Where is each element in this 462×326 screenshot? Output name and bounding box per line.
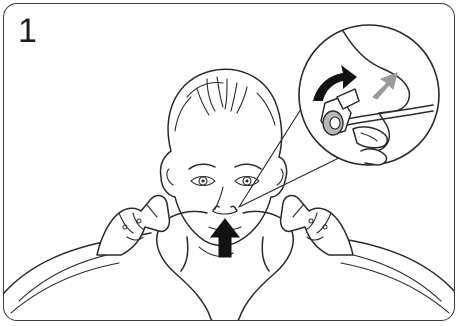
left-hand xyxy=(97,196,169,255)
detail-inset xyxy=(299,25,439,165)
right-hand xyxy=(281,196,353,255)
step-number: 1 xyxy=(18,11,37,51)
step-panel-frame: 1 xyxy=(3,3,455,321)
instruction-illustration xyxy=(4,4,455,321)
head xyxy=(160,69,286,245)
